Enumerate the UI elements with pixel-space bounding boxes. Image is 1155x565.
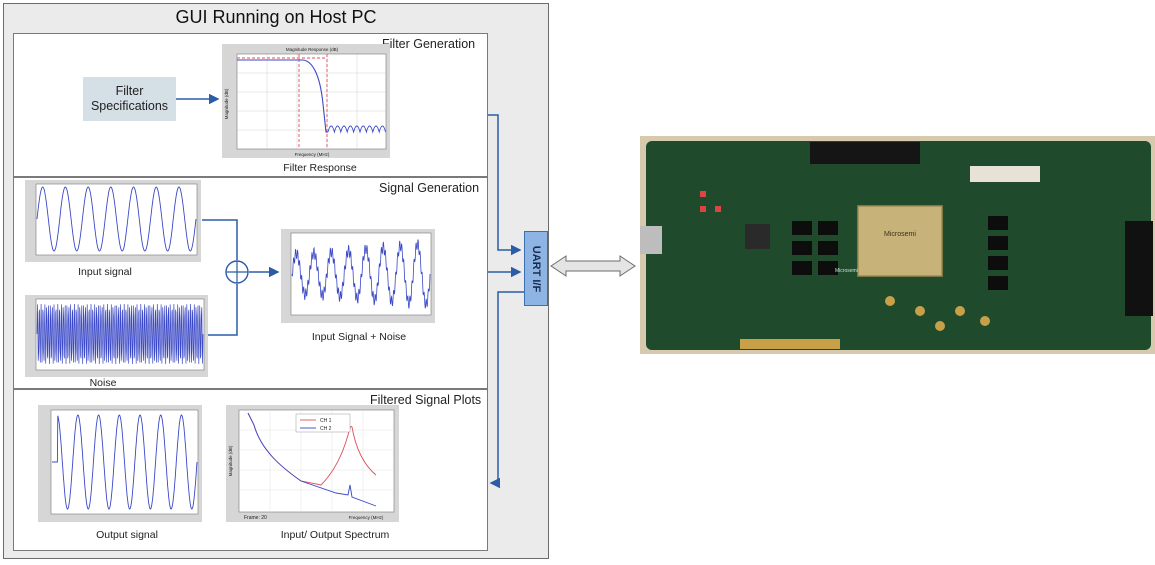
output-signal-plot: [38, 405, 202, 522]
filter-spec-line1: Filter: [115, 84, 144, 98]
filter-plot-title: Magnitude Response (dB): [286, 47, 339, 52]
filter-plot-xlabel: Frequency (MHz): [295, 152, 330, 157]
pcie-edge-connector: [740, 339, 840, 349]
input-signal-plot: [25, 180, 201, 262]
small-ic: [745, 224, 770, 249]
noise-caption: Noise: [89, 377, 117, 389]
fpga-chip: [857, 205, 943, 277]
spectrum-caption: Input/ Output Spectrum: [280, 529, 390, 541]
uart-interface-block: UART I/F: [524, 231, 548, 306]
filtered-signal-title: Filtered Signal Plots: [370, 393, 482, 407]
uart-to-plots-arrow: [489, 291, 524, 489]
spectrum-legend: [295, 413, 351, 433]
input-to-sum-line: [202, 219, 238, 260]
legend-ch1: CH 1: [320, 418, 332, 424]
push-buttons: [700, 191, 721, 212]
gui-title: GUI Running on Host PC: [175, 7, 377, 27]
filter-response-caption: Filter Response: [283, 162, 357, 174]
filter-spec-line2: Specifications: [90, 99, 169, 113]
spectrum-ylabel: Magnitude (dB): [228, 445, 233, 476]
filter-to-uart-arrow: [488, 114, 522, 256]
input-signal-caption: Input signal: [78, 266, 132, 278]
filter-plot-ylabel: Magnitude (dB): [224, 88, 229, 119]
spectrum-frame-text: Frame: 20: [244, 515, 267, 521]
signal-plus-noise-plot: [281, 229, 435, 323]
fpga-board-photo: Microsemi Microsemi: [640, 136, 1155, 354]
output-sine-wave: [52, 414, 198, 510]
top-header-connector: [810, 142, 920, 164]
memory-chips: [792, 216, 1008, 290]
right-connector: [1125, 221, 1153, 316]
filter-magnitude-curve: [237, 59, 328, 133]
spectrum-ch2-line: [247, 412, 377, 507]
ethernet-port: [640, 226, 662, 254]
signal-plus-noise-caption: Input Signal + Noise: [311, 331, 407, 343]
uart-label: UART I/F: [530, 245, 542, 292]
input-sine-wave: [36, 186, 197, 252]
filter-plot-grid: [237, 54, 386, 149]
filter-response-plot: Magnitude Response (dB) Frequency (MHz) …: [222, 44, 390, 158]
white-header: [970, 166, 1040, 182]
spectrum-plot: CH 1 CH 2 Frame: 20 Frequency (MHz) Magn…: [226, 405, 399, 522]
bidirectional-link-arrow: [550, 255, 636, 277]
signal-generation-title: Signal Generation: [379, 181, 480, 195]
output-signal-caption: Output signal: [96, 529, 158, 541]
legend-ch2: CH 2: [320, 426, 332, 432]
filter-specifications-box[interactable]: Filter Specifications: [83, 77, 176, 121]
spectrum-xlabel: Frequency (MHz): [349, 515, 384, 520]
chip-brand-text: Microsemi: [884, 231, 916, 238]
vendor-logo-text: Microsemi: [835, 268, 858, 274]
filter-generation-title: Filter Generation: [382, 37, 476, 51]
stopband-ripples: [327, 125, 387, 134]
filter-plot-area: [236, 53, 387, 150]
noise-wave: [36, 303, 204, 365]
signal-plus-noise-wave: [291, 239, 431, 309]
sma-connectors: [885, 296, 990, 331]
noise-plot: [25, 295, 208, 377]
noise-to-sum-line: [208, 284, 238, 336]
